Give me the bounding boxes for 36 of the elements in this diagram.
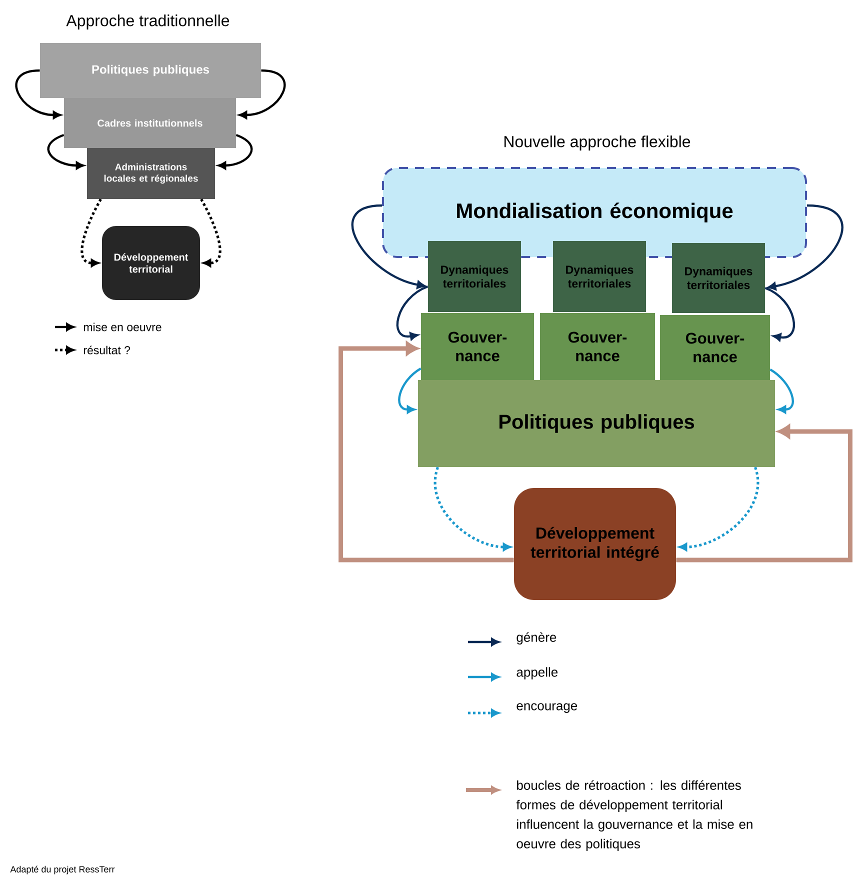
legend-text: appelle	[516, 667, 558, 680]
tier-box: Politiques publiques	[40, 43, 261, 98]
source-note: Adapté du projet RessTerr	[10, 866, 115, 874]
arrow	[396, 286, 428, 340]
arrow	[764, 287, 795, 342]
arrow	[47, 134, 84, 170]
arrow	[238, 69, 286, 119]
rounded-box: Développement territorial	[102, 226, 200, 300]
process-box: Dynamiques territoriales	[672, 243, 765, 313]
arrow	[770, 368, 794, 414]
arrow	[351, 204, 426, 289]
process-box: Gouver-nance	[421, 313, 534, 380]
process-box: Gouver-nance	[660, 315, 770, 380]
arrow	[678, 466, 759, 551]
arrow	[434, 466, 512, 551]
arrow	[768, 204, 844, 290]
process-box: Dynamiques territoriales	[428, 241, 521, 312]
arrow	[218, 134, 253, 170]
legend-text: boucles de rétroaction : les différentes formes de développement territorial influencent la gouvernance et la mise en oeuvre des politiques	[516, 780, 752, 851]
arrow	[80, 198, 102, 267]
arrow	[398, 368, 422, 414]
rounded-box: Développement territorial intégré	[514, 488, 676, 600]
legend-text: génère	[516, 632, 556, 644]
tier-box: Cadres institutionnels	[64, 98, 236, 148]
process-box: Gouver-nance	[540, 313, 655, 380]
tier-box: Administrations locales et régionales	[87, 148, 215, 199]
legend-text: mise en oeuvre	[84, 322, 162, 332]
legend-text: encourage	[516, 703, 578, 713]
arrow	[15, 69, 62, 119]
heading: Nouvelle approche flexible	[504, 136, 690, 150]
process-box: Dynamiques territoriales	[553, 241, 646, 312]
process-box: Politiques publiques	[418, 380, 775, 467]
arrow	[676, 424, 852, 562]
legend-text: résultat ?	[84, 346, 130, 354]
arrow	[200, 198, 222, 267]
arrow	[338, 342, 514, 562]
